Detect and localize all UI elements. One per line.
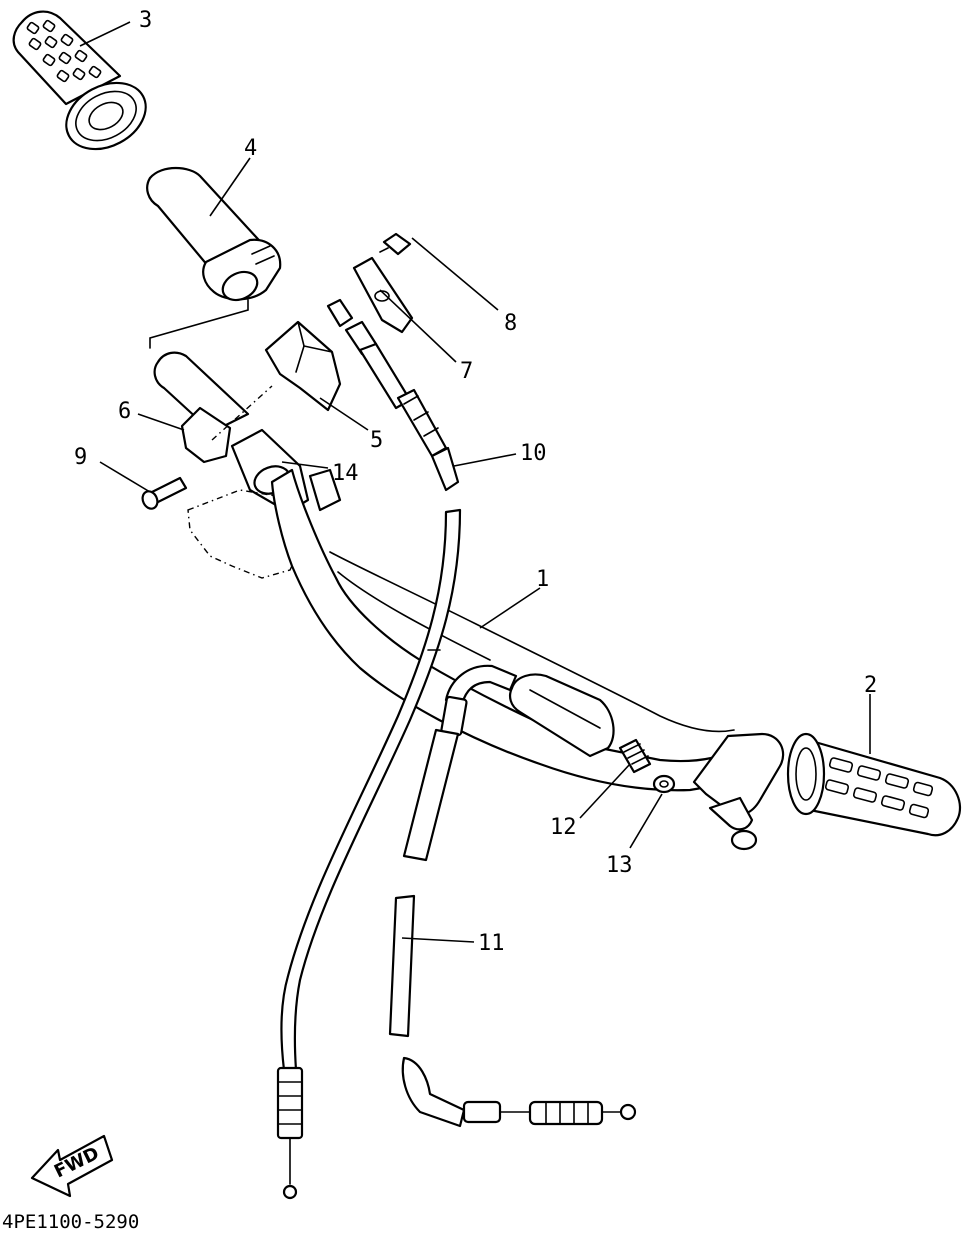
fwd-direction-arrow: FWD: [30, 1134, 114, 1198]
phantom-bracket-left: [187, 489, 305, 579]
callout-3: 3: [139, 8, 152, 33]
callout-10: 10: [520, 441, 547, 466]
callout-4: 4: [244, 136, 257, 161]
part-10-cable-run: [276, 508, 462, 1200]
callout-6: 6: [118, 399, 131, 424]
callout-7: 7: [460, 359, 473, 384]
phantom-axis-left: [211, 385, 273, 441]
callout-8: 8: [504, 311, 517, 336]
part-6-holder: [153, 351, 250, 464]
part-3-left-grip: [12, 10, 147, 151]
callout-9: 9: [74, 445, 87, 470]
part-7-cover: [352, 256, 414, 334]
leader-4-assembly: [149, 299, 249, 349]
part-9-bolt: [141, 476, 188, 510]
callout-13: 13: [606, 853, 633, 878]
part-1-handlebar: [270, 468, 763, 792]
part-10-throttle-cable: [326, 298, 460, 492]
part-5-throttle-housing: [264, 320, 342, 412]
callout-5: 5: [370, 428, 383, 453]
callout-12: 12: [550, 815, 577, 840]
callout-1: 1: [536, 567, 549, 592]
part-11-clutch-cable: [388, 664, 637, 1128]
part-13-nut: [652, 774, 676, 794]
part-8-screw: [379, 232, 412, 256]
leader-lines: [79, 21, 871, 943]
part-4-throttle-grip: [146, 166, 282, 302]
callout-11: 11: [478, 931, 505, 956]
part-2-right-grip: [692, 732, 962, 851]
callout-14: 14: [332, 461, 359, 486]
callout-2: 2: [864, 673, 877, 698]
part-right-perch: [509, 673, 615, 758]
drawing-code: 4PE1100-5290: [2, 1211, 139, 1233]
